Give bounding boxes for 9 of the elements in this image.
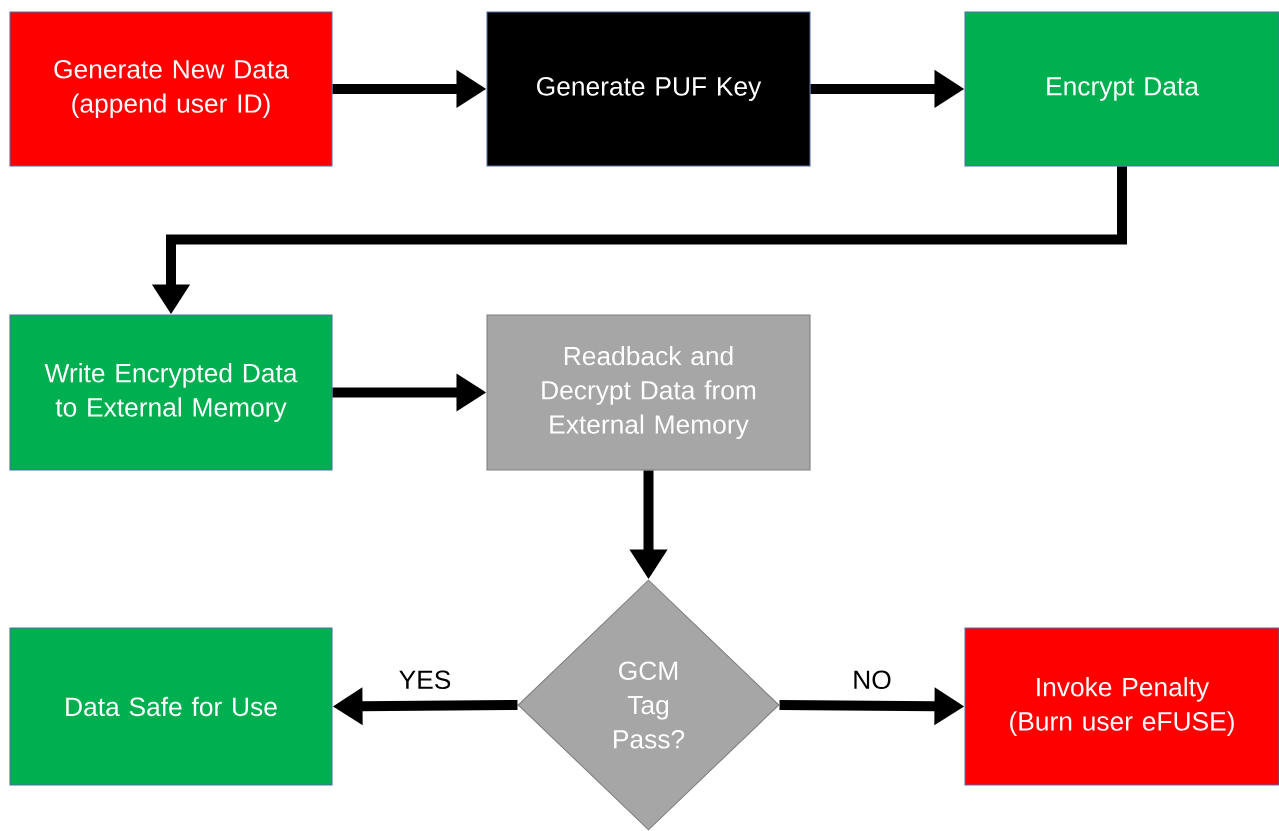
process-box: Encrypt Data xyxy=(964,11,1279,167)
edge-label: NO xyxy=(854,670,891,690)
process-box: Write Encrypted Data to External Memory xyxy=(9,314,333,471)
process-box: Invoke Penalty (Burn user eFUSE) xyxy=(964,627,1279,786)
edge-label: YES xyxy=(399,670,451,690)
process-box: Readback and Decrypt Data from External Memory xyxy=(486,314,811,471)
process-box: Generate New Data (append user ID) xyxy=(9,11,333,167)
process-box: Generate PUF Key xyxy=(486,11,811,167)
process-box: Data Safe for Use xyxy=(9,627,333,786)
